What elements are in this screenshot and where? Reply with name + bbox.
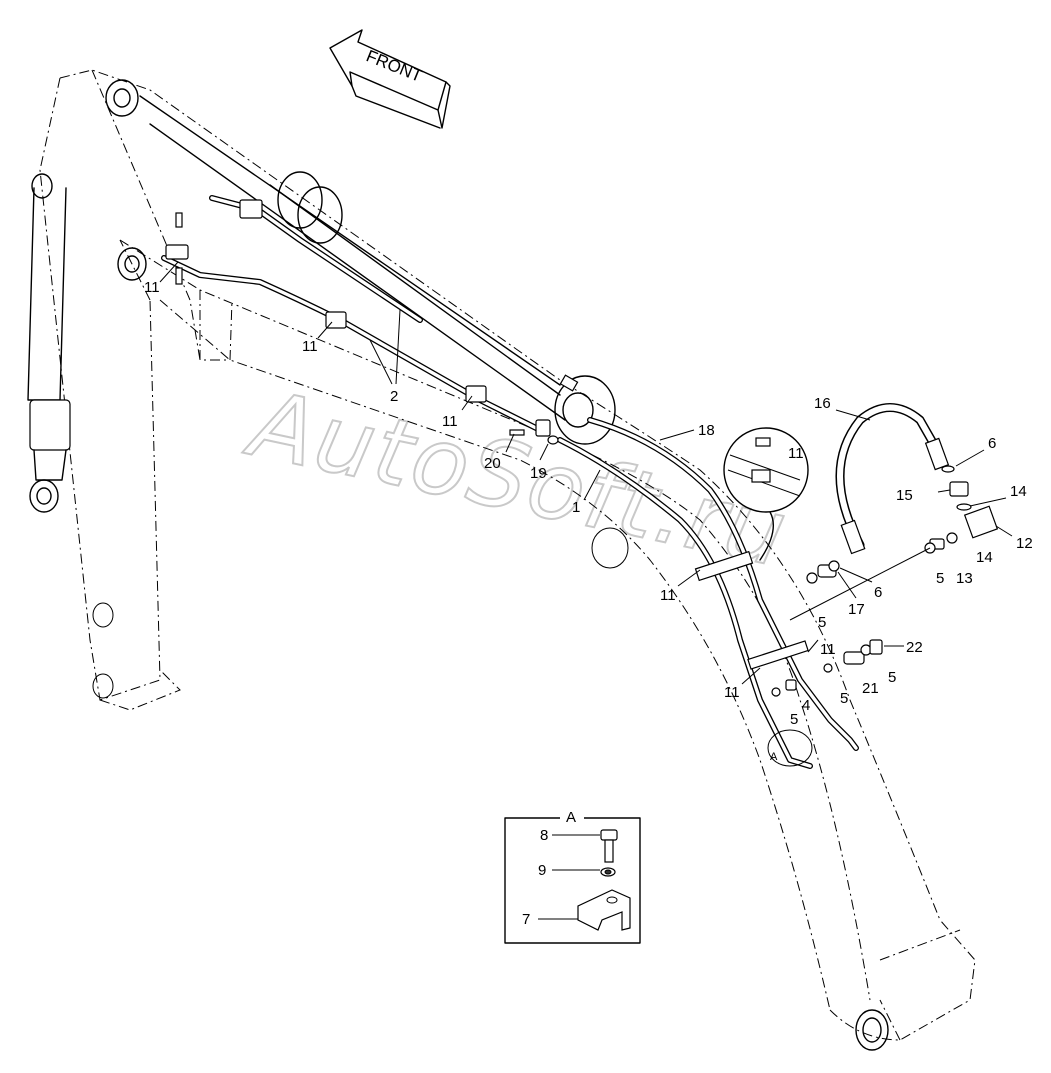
detail-callout-7: 7 <box>522 911 530 928</box>
boom-foot-pin <box>855 1009 889 1051</box>
callout-11-upper-pipe: 11 <box>302 338 318 355</box>
clamps-11 <box>165 199 809 670</box>
callout-14-upper: 14 <box>1010 483 1027 500</box>
callout-5-bottom: 5 <box>790 711 798 728</box>
callout-4: 4 <box>802 697 810 714</box>
callout-17: 17 <box>848 601 865 618</box>
callout-19: 19 <box>530 465 547 482</box>
detail-view-a: A 8 9 7 <box>504 809 641 944</box>
callout-5-lower: 5 <box>840 690 848 707</box>
callout-21: 21 <box>862 680 879 697</box>
callout-11-mid: 11 <box>442 413 458 430</box>
marker-a: A <box>767 729 813 767</box>
front-direction-arrow: FRONT <box>329 29 451 129</box>
watermark-text: AutoSoft.ru <box>238 369 797 588</box>
boom-top-pivot <box>92 79 629 699</box>
callout-1: 1 <box>572 499 580 516</box>
callout-11-lower-right: 11 <box>820 641 836 658</box>
callout-2: 2 <box>390 388 398 405</box>
callout-13: 13 <box>956 570 973 587</box>
callout-6-lower: 6 <box>874 584 882 601</box>
callout-11-detail: 11 <box>788 445 804 462</box>
detail-callout-9: 9 <box>538 862 546 879</box>
hose-16 <box>835 403 950 555</box>
callout-22: 22 <box>906 639 923 656</box>
pipe-18 <box>587 417 859 751</box>
callout-12: 12 <box>1016 535 1033 552</box>
detail-circle-clamp <box>723 427 809 561</box>
callout-11-lower-left: 11 <box>660 587 676 604</box>
callout-11-top-left: 11 <box>144 279 160 296</box>
fittings-group <box>771 465 999 697</box>
callout-16: 16 <box>814 395 831 412</box>
callout-5-far-right: 5 <box>888 669 896 686</box>
callout-20: 20 <box>484 455 501 472</box>
callout-6-upper: 6 <box>988 435 996 452</box>
callout-14-lower: 14 <box>976 549 993 566</box>
detail-view-title: A <box>566 809 576 826</box>
pipe-1 <box>557 437 813 769</box>
callout-15: 15 <box>896 487 913 504</box>
callout-5-middle: 5 <box>818 614 826 631</box>
detail-callout-8: 8 <box>540 827 548 844</box>
callout-labels: 11 11 2 11 20 19 1 18 11 16 6 15 14 12 1… <box>144 279 1033 728</box>
callout-5-right: 5 <box>936 570 944 587</box>
leader-lines <box>159 261 1013 685</box>
marker-a-label: A <box>770 751 778 763</box>
arm-cylinder <box>27 173 71 513</box>
callout-18: 18 <box>698 422 715 439</box>
small-bolts <box>175 212 559 445</box>
callout-11-bottom: 11 <box>724 684 740 701</box>
boom-cylinder <box>139 95 616 445</box>
